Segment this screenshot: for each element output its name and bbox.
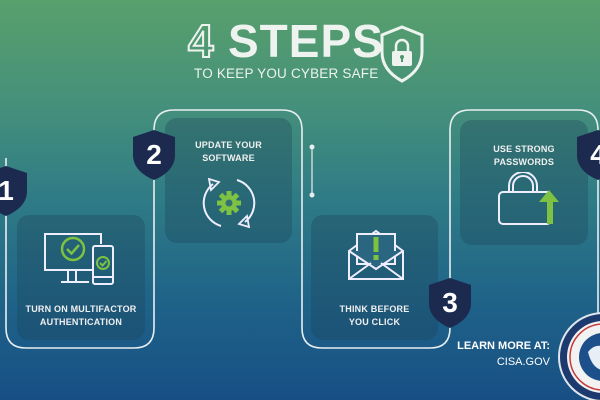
step-3-line2: YOU CLICK xyxy=(348,317,401,327)
shield-badge-icon xyxy=(429,278,471,328)
step-1-line2: AUTHENTICATION xyxy=(39,317,123,327)
step-2-card: UPDATE YOUR SOFTWARE xyxy=(165,118,292,243)
step-2-line1: UPDATE YOUR xyxy=(195,140,262,150)
gear-sync-icon xyxy=(202,177,256,229)
step-2-badge: 2 xyxy=(133,130,175,180)
envelope-alert-icon xyxy=(348,229,404,280)
page-subtitle: TO KEEP YOU CYBER SAFE xyxy=(194,66,379,81)
cisa-link[interactable]: CISA.GOV xyxy=(496,356,550,368)
connector-line xyxy=(309,144,315,198)
step-2-label: UPDATE YOUR SOFTWARE xyxy=(165,139,292,165)
step-3-card: THINK BEFORE YOU CLICK xyxy=(311,215,438,340)
step-3-badge: 3 xyxy=(429,278,471,328)
step-3-label: THINK BEFORE YOU CLICK xyxy=(311,303,438,329)
learn-more-label: LEARN MORE AT: xyxy=(457,340,550,352)
step-2-line2: SOFTWARE xyxy=(202,153,255,163)
shield-badge-icon xyxy=(577,130,600,180)
step-3-line1: THINK BEFORE xyxy=(339,304,410,314)
shield-badge-icon xyxy=(0,166,27,216)
step-2-number: 2 xyxy=(146,139,162,170)
cisa-seal-logo xyxy=(558,312,600,400)
shield-badge-icon xyxy=(133,130,175,180)
step-1-badge: 1 xyxy=(0,166,27,216)
monitor-phone-check-icon xyxy=(44,233,114,285)
title-number: 4 xyxy=(187,15,215,67)
step-1-card: TURN ON MULTIFACTOR AUTHENTICATION xyxy=(17,215,145,340)
step-4-line1: USE STRONG xyxy=(493,144,555,154)
step-4-card: USE STRONG PASSWORDS xyxy=(460,120,588,245)
step-1-label: TURN ON MULTIFACTOR AUTHENTICATION xyxy=(17,303,145,329)
step-1-line1: TURN ON MULTIFACTOR xyxy=(25,304,137,314)
step-4-badge: 4 xyxy=(577,130,600,180)
step-4-line2: PASSWORDS xyxy=(493,157,555,167)
step-1-number: 1 xyxy=(0,175,14,206)
shield-lock-icon xyxy=(380,25,424,83)
step-4-number: 4 xyxy=(590,139,600,170)
lock-arrow-up-icon xyxy=(498,172,559,225)
step-4-label: USE STRONG PASSWORDS xyxy=(460,143,588,169)
learn-more: LEARN MORE AT: CISA.GOV xyxy=(440,338,550,370)
page-title: STEPS xyxy=(228,15,384,67)
step-3-number: 3 xyxy=(442,287,458,318)
